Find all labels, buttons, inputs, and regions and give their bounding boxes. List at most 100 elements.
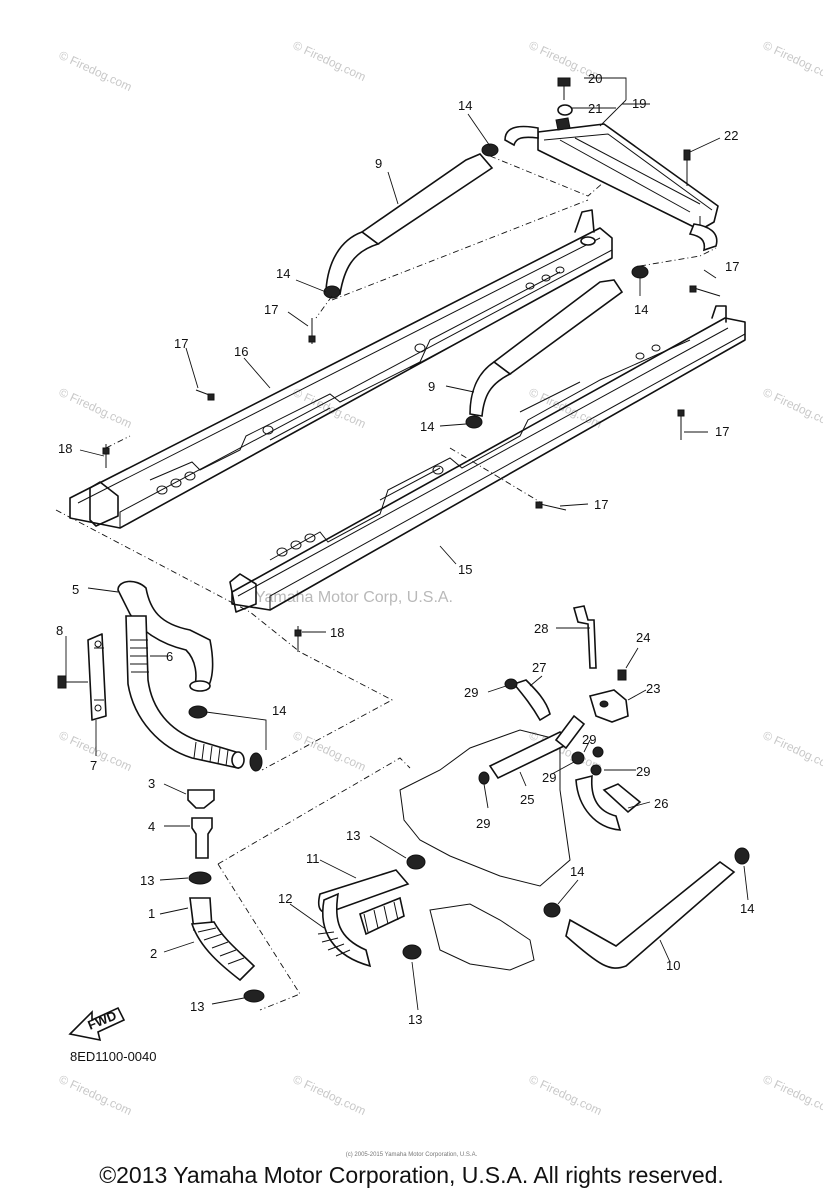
clamp-29 (571, 751, 585, 765)
assembly-line (331, 199, 589, 301)
callout-27: 27 (532, 660, 546, 675)
clamp-14 (631, 265, 649, 279)
watermark-text: © Firedog.com (291, 728, 368, 774)
callout-10: 10 (666, 958, 680, 973)
callout-11: 11 (306, 851, 320, 866)
callout-5: 5 (72, 582, 79, 597)
clamp-14 (734, 847, 750, 865)
clamp-29 (590, 764, 602, 776)
callout-15: 15 (458, 562, 472, 577)
clamp-14 (323, 285, 341, 299)
watermark-text: © Firedog.com (761, 385, 823, 431)
callout-6: 6 (166, 649, 173, 664)
clamp-14 (188, 705, 208, 719)
watermark-text: © Firedog.com (761, 728, 823, 774)
callout-17: 17 (174, 336, 188, 351)
callout-14: 14 (458, 98, 472, 113)
callout-29: 29 (636, 764, 650, 779)
watermark-text: © Firedog.com (57, 385, 134, 431)
callout-14: 14 (420, 419, 434, 434)
clamp-29 (504, 678, 518, 690)
pipe-28 (572, 605, 597, 669)
hose-6 (125, 615, 245, 770)
clamp-13 (406, 854, 426, 870)
watermark-text: © Firedog.com (57, 48, 134, 94)
rivet-17 (677, 409, 685, 440)
assembly-line (315, 295, 333, 319)
clamp-14 (249, 752, 263, 772)
assembly-line (105, 435, 131, 449)
hose-26 (575, 774, 642, 831)
rivet-17 (308, 318, 316, 344)
hose-9-upper (325, 153, 494, 296)
hose-5 (117, 580, 214, 692)
watermark-text: © Firedog.com (291, 38, 368, 84)
callout-14: 14 (272, 703, 286, 718)
callout-13: 13 (190, 999, 204, 1014)
clamp-13 (243, 989, 265, 1003)
hose-10 (565, 860, 736, 969)
callout-3: 3 (148, 776, 155, 791)
callout-29: 29 (464, 685, 478, 700)
watermark-text: © Firedog.com (761, 1072, 823, 1118)
callout-17: 17 (725, 259, 739, 274)
hose-27 (512, 679, 551, 722)
callout-17: 17 (715, 424, 729, 439)
assembly-line (449, 447, 541, 503)
callout-14: 14 (570, 864, 584, 879)
rivet-17 (195, 389, 215, 401)
bolt-24 (617, 669, 627, 681)
callout-23: 23 (646, 681, 660, 696)
callout-2: 2 (150, 946, 157, 961)
callout-numbers: 20 21 19 22 14 9 14 17 17 16 18 17 14 9 … (56, 71, 754, 1027)
callout-20: 20 (588, 71, 602, 86)
clamp-29 (478, 771, 490, 785)
center-watermark: Yamaha Motor Corp, U.S.A. (255, 589, 453, 606)
housing-23 (588, 689, 629, 723)
watermark-text: © Firedog.com (761, 38, 823, 84)
copyright-notice: ©2013 Yamaha Motor Corporation, U.S.A. A… (99, 1162, 724, 1188)
callout-7: 7 (90, 758, 97, 773)
callout-24: 24 (636, 630, 650, 645)
callout-13: 13 (346, 828, 360, 843)
callout-12: 12 (278, 891, 292, 906)
callout-4: 4 (148, 819, 155, 834)
clamp-13 (188, 871, 212, 885)
tiny-copyright: (c) 2005-2015 Yamaha Motor Corporation, … (345, 1152, 478, 1158)
callout-17: 17 (594, 497, 608, 512)
callout-18: 18 (58, 441, 72, 456)
assembly-line (489, 155, 605, 197)
callout-19: 19 (632, 96, 646, 111)
leader-lines (65, 77, 749, 1011)
callout-17: 17 (264, 302, 278, 317)
rail-15-holes (276, 344, 661, 557)
cooler-rail-15 (229, 305, 746, 613)
callout-21: 21 (588, 101, 602, 116)
clamp-29 (592, 746, 604, 758)
callout-9: 9 (375, 156, 382, 171)
hose-2 (190, 921, 256, 982)
callout-29: 29 (476, 816, 490, 831)
fwd-arrow: FWD (68, 1006, 126, 1042)
callout-16: 16 (234, 344, 248, 359)
hose-11 (317, 869, 410, 936)
watermark-text: © Firedog.com (291, 1072, 368, 1118)
assembly-line (639, 247, 717, 267)
callout-29: 29 (582, 732, 596, 747)
engine-outline (399, 729, 571, 971)
rivet-22 (683, 149, 691, 186)
washer-21 (557, 104, 573, 116)
callout-13: 13 (140, 873, 154, 888)
clamp-13 (402, 944, 422, 960)
clamp-14 (543, 902, 561, 918)
callout-13: 13 (408, 1012, 422, 1027)
assembly-line (217, 757, 411, 865)
rail-16-holes (156, 266, 565, 495)
assembly-line (217, 863, 301, 1011)
callout-26: 26 (654, 796, 668, 811)
pipe-25 (488, 714, 586, 780)
bolt-8 (57, 675, 88, 689)
callout-22: 22 (724, 128, 738, 143)
bracket-7 (87, 633, 107, 721)
